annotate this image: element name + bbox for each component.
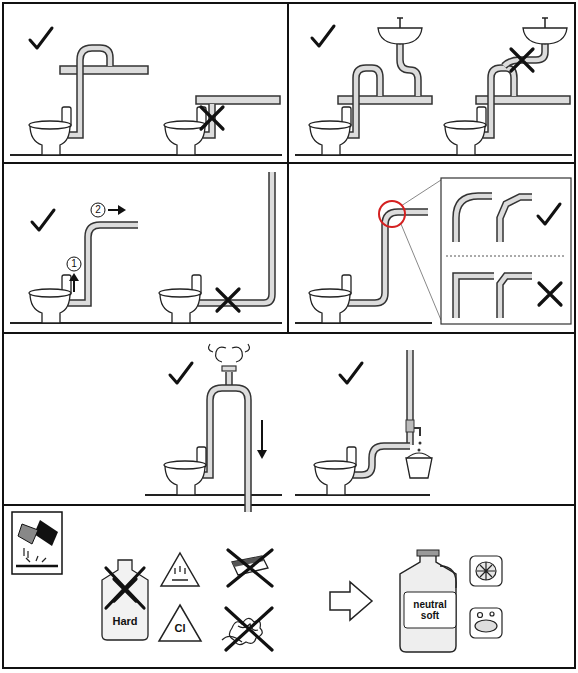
callout-number: 2	[95, 205, 101, 216]
callout-number: 1	[71, 259, 77, 270]
panel-rise-first	[10, 172, 282, 323]
panel-sink-connection	[295, 18, 572, 155]
panel-frame	[3, 3, 575, 668]
bottle-label: neutral soft	[405, 600, 455, 621]
panel-cleaning	[12, 512, 502, 652]
bottle-label: Hard	[112, 616, 137, 628]
panel-elbows	[295, 178, 571, 324]
panel-vent-and-drain	[145, 344, 432, 512]
panel-loop-over	[10, 28, 282, 155]
warning-symbol-text: Cl	[175, 623, 186, 635]
